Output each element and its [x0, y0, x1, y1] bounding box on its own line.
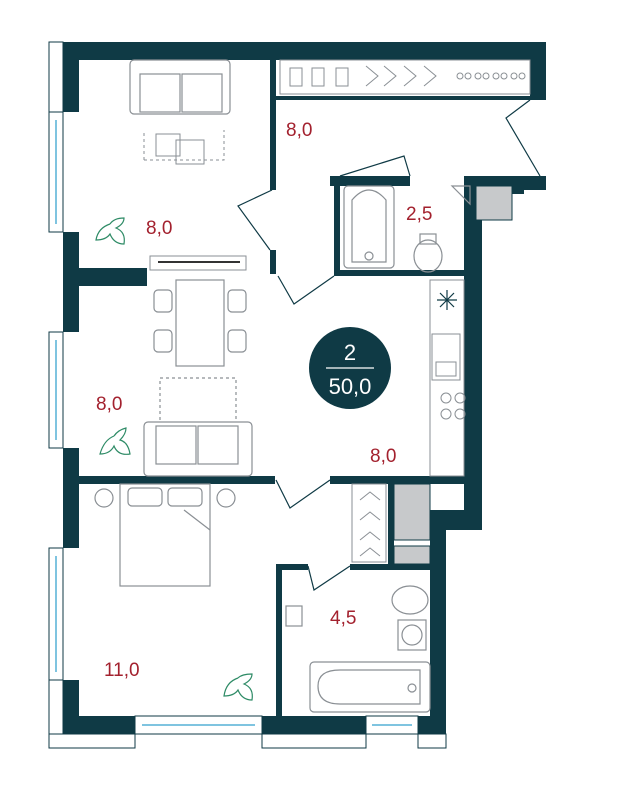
area-hall: 8,0: [286, 120, 312, 141]
plant-icon: [95, 217, 125, 245]
area-small-bathroom: 2,5: [406, 204, 432, 225]
coffee-table: [143, 130, 225, 165]
tv-stand: [149, 255, 247, 271]
total-area: 50,0: [329, 374, 372, 399]
bathroom-fixtures: [285, 585, 431, 713]
closet: [351, 483, 387, 563]
fridge-icon: [437, 290, 457, 310]
kitchen-counter: [429, 279, 466, 477]
doors: [237, 99, 541, 591]
rooms-count: 2: [344, 340, 356, 365]
area-kitchen: 8,0: [370, 446, 396, 467]
area-living: 8,0: [146, 218, 172, 239]
window-glass: [55, 120, 412, 726]
wardrobe: [279, 59, 531, 95]
sofa-top: [129, 59, 231, 115]
exterior-walls: [63, 42, 546, 734]
plant-icon: [223, 673, 253, 701]
summary-badge: 2 50,0: [309, 327, 391, 409]
plant-icon: [99, 427, 131, 455]
sofa-middle: [143, 377, 253, 477]
small-bathroom-fixtures: [343, 185, 471, 273]
interior-walls: [79, 60, 530, 716]
area-bedroom: 11,0: [104, 660, 140, 681]
area-dining: 8,0: [96, 394, 122, 415]
dining-table: [153, 279, 247, 367]
bed: [94, 483, 236, 587]
area-bathroom: 4,5: [330, 608, 356, 629]
utility-shafts: [393, 185, 513, 565]
